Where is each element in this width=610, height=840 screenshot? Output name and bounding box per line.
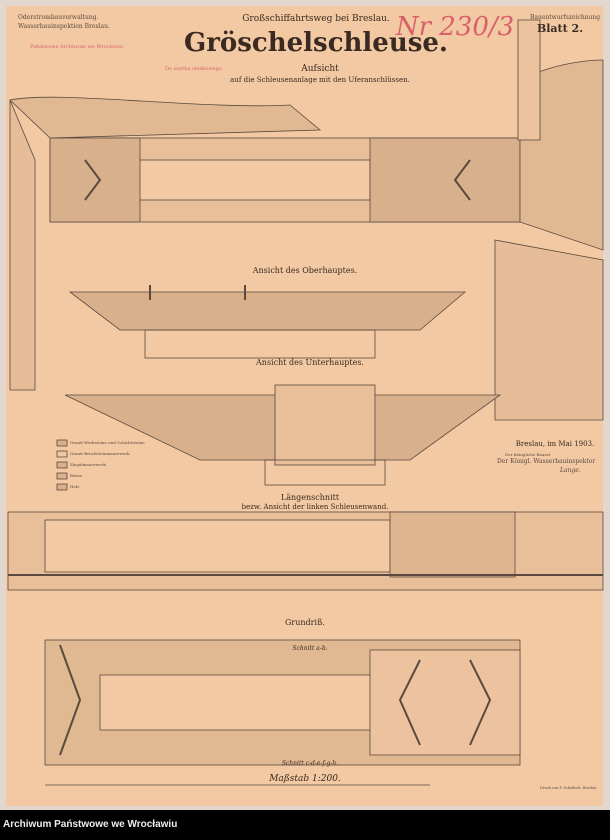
upper-head-label: Ansicht des Oberhauptes. (252, 266, 358, 275)
sheet-number: Blatt 2. (536, 22, 584, 35)
longitudinal-sublabel: bezw. Ansicht der linken Schleusenwand. (241, 503, 389, 511)
signature-name: Lange. (560, 467, 581, 474)
section-ch-label: Schnitt c-d-e-f-g-h. (281, 760, 339, 767)
ground-plan-label: Grundriß. (285, 618, 325, 627)
signature-right-title: Der Königl. Wasserbauinspektor (497, 458, 596, 465)
printer-note: Druck von F. Scheibert, Breslau (540, 786, 597, 790)
footer-text: Archiwum Państwowe we Wrocławiu (3, 819, 178, 830)
legend-item: Granit-Werksteine und Schichtsteine (70, 440, 145, 445)
plan-view-sublabel: auf die Schleusenanlage mit den Uferansc… (230, 76, 410, 84)
archive-number: Nr 230/3 (395, 12, 515, 42)
legend-item: Ziegelmauerwerk (70, 462, 106, 467)
drawing-type: Bauentwurfszeichnung (530, 14, 601, 21)
authority-line-1: Oderstrombauverwaltung. (18, 14, 99, 21)
archive-footer: Archiwum Państwowe we Wrocławiu (0, 810, 610, 840)
authority-line-2: Wasserbauinspektion Breslau. (18, 23, 110, 30)
signature-left-title: Der Königliche Baurat (505, 452, 551, 457)
longitudinal-label: Längenschnitt (280, 493, 340, 502)
plan-view-label: Aufsicht (301, 64, 339, 74)
section-ab-label: Schnitt a-b. (292, 645, 328, 652)
upper-head-elevation (68, 291, 467, 331)
project-name: Großschiffahrtsweg bei Breslau. (242, 14, 390, 24)
red-note: Do uzytku służbowego (165, 66, 222, 72)
archive-stamp: Państwowe Archiwum we Wrocławiu (30, 44, 124, 50)
drawing-title: Gröschelschleuse. (184, 28, 448, 58)
lower-head-label: Ansicht des Unterhauptes. (256, 358, 364, 367)
scale-label: Maßstab 1:200. (269, 774, 341, 784)
legend-item: Beton (70, 473, 82, 478)
technical-drawing (7, 19, 604, 786)
legend-item: Granit-Bruchsteinmauerwerk (70, 451, 130, 456)
place-date: Breslau, im Mai 1903. (515, 440, 595, 448)
legend-item: Holz (70, 484, 80, 489)
scan-border: Oderstrombauverwaltung. Wasserbauinspekt… (0, 0, 610, 810)
